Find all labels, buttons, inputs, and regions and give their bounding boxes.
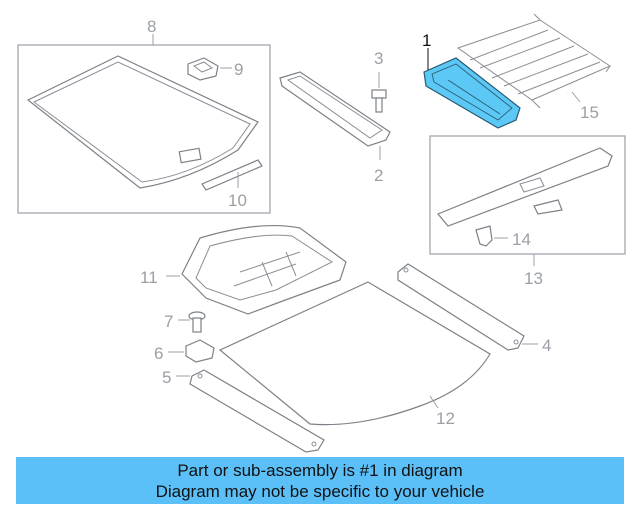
part-11-tray[interactable] bbox=[181, 224, 347, 315]
part-10-strap[interactable] bbox=[201, 159, 263, 191]
parts-diagram: 8 9 10 2 3 1 15 bbox=[17, 13, 626, 453]
callout-4: 4 bbox=[542, 336, 551, 355]
callout-12: 12 bbox=[436, 409, 455, 428]
callout-9: 9 bbox=[234, 60, 243, 79]
part-5-strap-rail[interactable] bbox=[189, 369, 325, 453]
callout-13: 13 bbox=[524, 269, 543, 288]
callout-14: 14 bbox=[512, 230, 531, 249]
part-2-rail[interactable] bbox=[279, 71, 391, 147]
callout-1: 1 bbox=[422, 31, 431, 50]
callout-2: 2 bbox=[374, 166, 383, 185]
part-1-bracket[interactable] bbox=[423, 57, 521, 129]
part-8-cargo-cover[interactable] bbox=[26, 55, 259, 189]
part-4-rail[interactable] bbox=[397, 263, 525, 351]
callout-5: 5 bbox=[162, 368, 171, 387]
callout-15: 15 bbox=[580, 103, 599, 122]
callout-3: 3 bbox=[374, 49, 383, 68]
part-12-floor-mat[interactable] bbox=[218, 281, 491, 426]
banner-line-2: Diagram may not be specific to your vehi… bbox=[155, 481, 485, 501]
part-6-clip[interactable] bbox=[185, 339, 215, 363]
part-9-clip[interactable] bbox=[187, 57, 219, 81]
part-15-net-frame[interactable] bbox=[456, 13, 612, 109]
callout-10: 10 bbox=[228, 191, 247, 210]
callout-6: 6 bbox=[154, 344, 163, 363]
callout-7: 7 bbox=[164, 312, 173, 331]
callout-11: 11 bbox=[140, 268, 158, 287]
part-13-trim-panel[interactable] bbox=[437, 147, 613, 227]
part-3-bolt[interactable] bbox=[371, 89, 387, 113]
group-box-13: 13 bbox=[429, 135, 626, 288]
part-14-clip[interactable] bbox=[475, 225, 493, 247]
part-7-screw[interactable] bbox=[188, 311, 206, 333]
info-banner: Part or sub-assembly is #1 in diagram Di… bbox=[16, 457, 624, 504]
banner-line-1: Part or sub-assembly is #1 in diagram bbox=[177, 460, 463, 480]
group-box-8: 8 bbox=[17, 17, 271, 214]
callout-8: 8 bbox=[147, 17, 156, 36]
